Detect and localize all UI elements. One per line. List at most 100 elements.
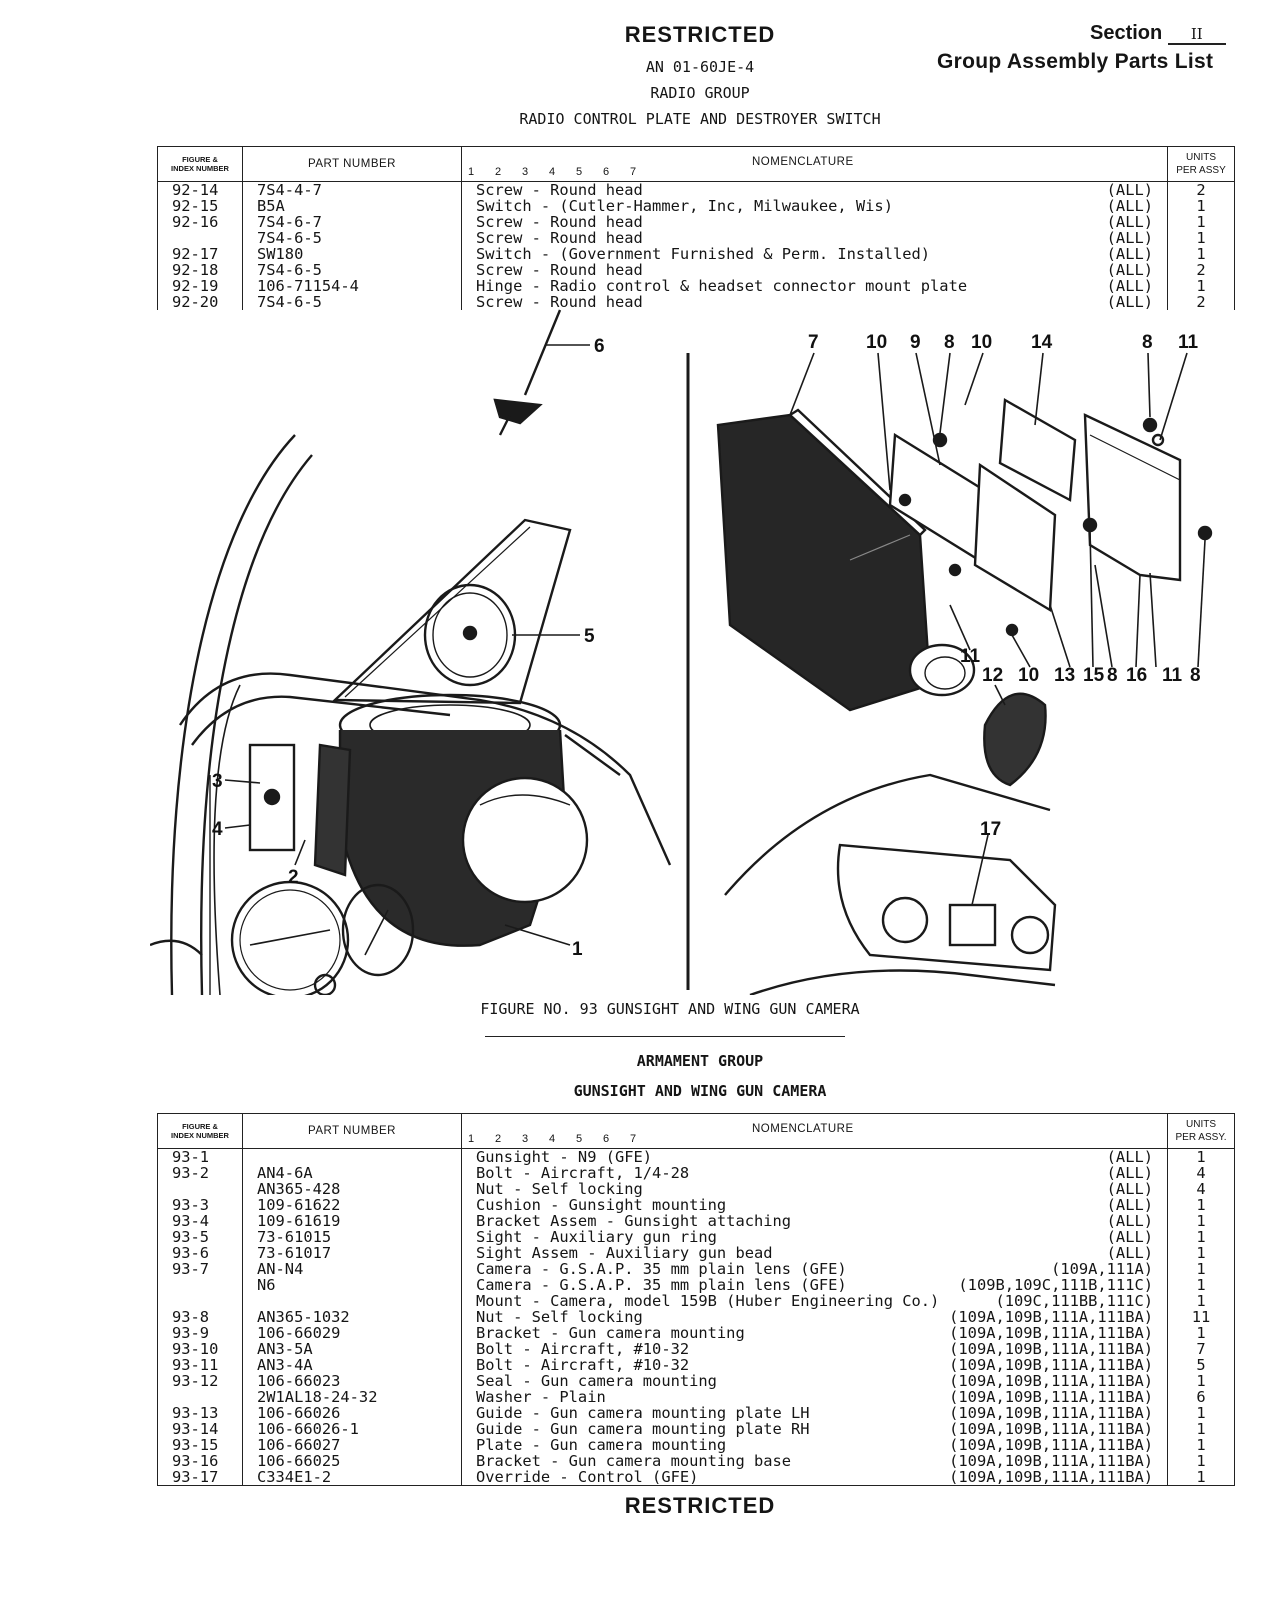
units-cell: 1 <box>1167 1261 1235 1277</box>
section-heading: Section II <box>1090 22 1226 45</box>
nomenclature-text: Screw - Round head <box>476 213 643 231</box>
nomenclature-text: Nut - Self locking <box>476 1180 643 1198</box>
figure-index-cell: 92-16 <box>157 214 243 230</box>
figure-index-cell <box>157 230 243 246</box>
effectivity-code: (109A,109B,111A,111BA) <box>949 1340 1153 1358</box>
units-cell: 5 <box>1167 1357 1235 1373</box>
callout-13: 13 <box>1054 665 1075 686</box>
figure-index-cell <box>157 1293 243 1309</box>
callout-3: 3 <box>212 771 223 792</box>
nomenclature-text: Bolt - Aircraft, #10-32 <box>476 1340 690 1358</box>
effectivity-code: (ALL) <box>1106 181 1153 199</box>
part-number-cell: 2W1AL18-24-32 <box>242 1389 462 1405</box>
nomenclature-text: Cushion - Gunsight mounting <box>476 1196 727 1214</box>
part-number-cell: 7S4-6-7 <box>242 214 462 230</box>
units-cell: 2 <box>1167 294 1235 310</box>
figure-index-cell: 92-18 <box>157 262 243 278</box>
nomenclature-text: Switch - (Cutler-Hammer, Inc, Milwaukee,… <box>476 197 893 215</box>
nomenclature-cell: Bolt - Aircraft, #10-32(109A,109B,111A,1… <box>461 1356 1168 1374</box>
nomenclature-text: Camera - G.S.A.P. 35 mm plain lens (GFE) <box>476 1276 847 1294</box>
callout-4: 4 <box>212 819 223 840</box>
instrument-dial <box>230 880 350 995</box>
figure-index-cell: 92-19 <box>157 278 243 294</box>
callout-8c: 8 <box>1107 665 1118 686</box>
nomenclature-text: Nut - Self locking <box>476 1308 643 1326</box>
document-number: AN 01-60JE-4 <box>645 58 755 76</box>
figure-index-cell <box>157 1389 243 1405</box>
part-number-cell: 7S4-6-5 <box>242 230 462 246</box>
effectivity-code: (ALL) <box>1106 1196 1153 1214</box>
nomenclature-text: Bracket Assem - Gunsight attaching <box>476 1212 792 1230</box>
effectivity-code: (ALL) <box>1106 245 1153 263</box>
figure-index-cell: 93-11 <box>157 1357 243 1373</box>
figure-index-cell <box>157 1277 243 1293</box>
figure-index-cell <box>157 1181 243 1197</box>
nomenclature-text: Gunsight - N9 (GFE) <box>476 1148 653 1166</box>
figure-index-cell: 93-12 <box>157 1373 243 1389</box>
nomenclature-text: Mount - Camera, model 159B (Huber Engine… <box>476 1292 940 1310</box>
part-number-cell: 106-66023 <box>242 1373 462 1389</box>
units-cell: 1 <box>1167 230 1235 246</box>
part-number-cell: N6 <box>242 1277 462 1293</box>
seal-12 <box>983 692 1047 787</box>
callout-11b: 11 <box>960 646 981 667</box>
callout-labels: 6 5 3 4 2 1 7 10 9 8 10 14 8 11 11 12 10… <box>212 332 1201 960</box>
part-number-cell: AN365-1032 <box>242 1309 462 1325</box>
callout-11c: 11 <box>1162 665 1183 686</box>
callout-8a: 8 <box>944 332 955 353</box>
figure-index-cell: 93-8 <box>157 1309 243 1325</box>
units-cell: 1 <box>1167 1405 1235 1421</box>
nomenclature-text: Screw - Round head <box>476 261 643 279</box>
nomenclature-text: Bracket - Gun camera mounting <box>476 1324 745 1342</box>
effectivity-code: (109A,109B,111A,111BA) <box>949 1356 1153 1374</box>
units-cell: 1 <box>1167 1373 1235 1389</box>
nomenclature-cell: Cushion - Gunsight mounting (ALL) <box>461 1196 1168 1214</box>
nomenclature-text: Plate - Gun camera mounting <box>476 1436 727 1454</box>
figure-index-cell: 93-15 <box>157 1437 243 1453</box>
nomenclature-cell: Plate - Gun camera mounting(109A,109B,11… <box>461 1436 1168 1454</box>
nomenclature-cell: Screw - Round head(ALL) <box>461 181 1168 199</box>
units-cell: 1 <box>1167 1293 1235 1309</box>
figure-index-cell: 92-17 <box>157 246 243 262</box>
effectivity-code: (ALL) <box>1106 293 1153 311</box>
effectivity-code: (109A,109B,111A,111BA) <box>949 1372 1153 1390</box>
nomenclature-cell: Screw - Round head(ALL) <box>461 213 1168 231</box>
units-cell: 1 <box>1167 214 1235 230</box>
units-cell: 1 <box>1167 246 1235 262</box>
figure-index-cell: 93-16 <box>157 1453 243 1469</box>
figure-index-cell: 93-4 <box>157 1213 243 1229</box>
units-cell: 1 <box>1167 1437 1235 1453</box>
nomenclature-cell: Nut - Self locking(ALL) <box>461 1180 1168 1198</box>
callout-6: 6 <box>594 336 605 357</box>
figure-index-cell: 93-5 <box>157 1229 243 1245</box>
reflector-glass <box>332 518 572 705</box>
callout-8b: 8 <box>1142 332 1153 353</box>
part-number-header: PART NUMBER <box>242 1113 462 1149</box>
figure-index-header: FIGURE & INDEX NUMBER <box>157 1113 243 1149</box>
part-number-cell: 7S4-6-5 <box>242 294 462 310</box>
dashboard-cowl <box>179 672 672 866</box>
effectivity-code: (109A,111A) <box>1051 1260 1153 1278</box>
camera-override-17 <box>948 903 997 947</box>
part-number-cell: AN-N4 <box>242 1261 462 1277</box>
effectivity-code: (109B,109C,111B,111C) <box>958 1276 1153 1294</box>
figure-index-cell: 93-10 <box>157 1341 243 1357</box>
figure-index-cell: 93-9 <box>157 1325 243 1341</box>
canopy-frame-outer <box>170 434 296 995</box>
nomenclature-cell: Washer - Plain(109A,109B,111A,111BA) <box>461 1389 1168 1405</box>
figure-index-cell: 93-3 <box>157 1197 243 1213</box>
callout-9: 9 <box>910 332 921 353</box>
section-number: II <box>1167 25 1226 45</box>
